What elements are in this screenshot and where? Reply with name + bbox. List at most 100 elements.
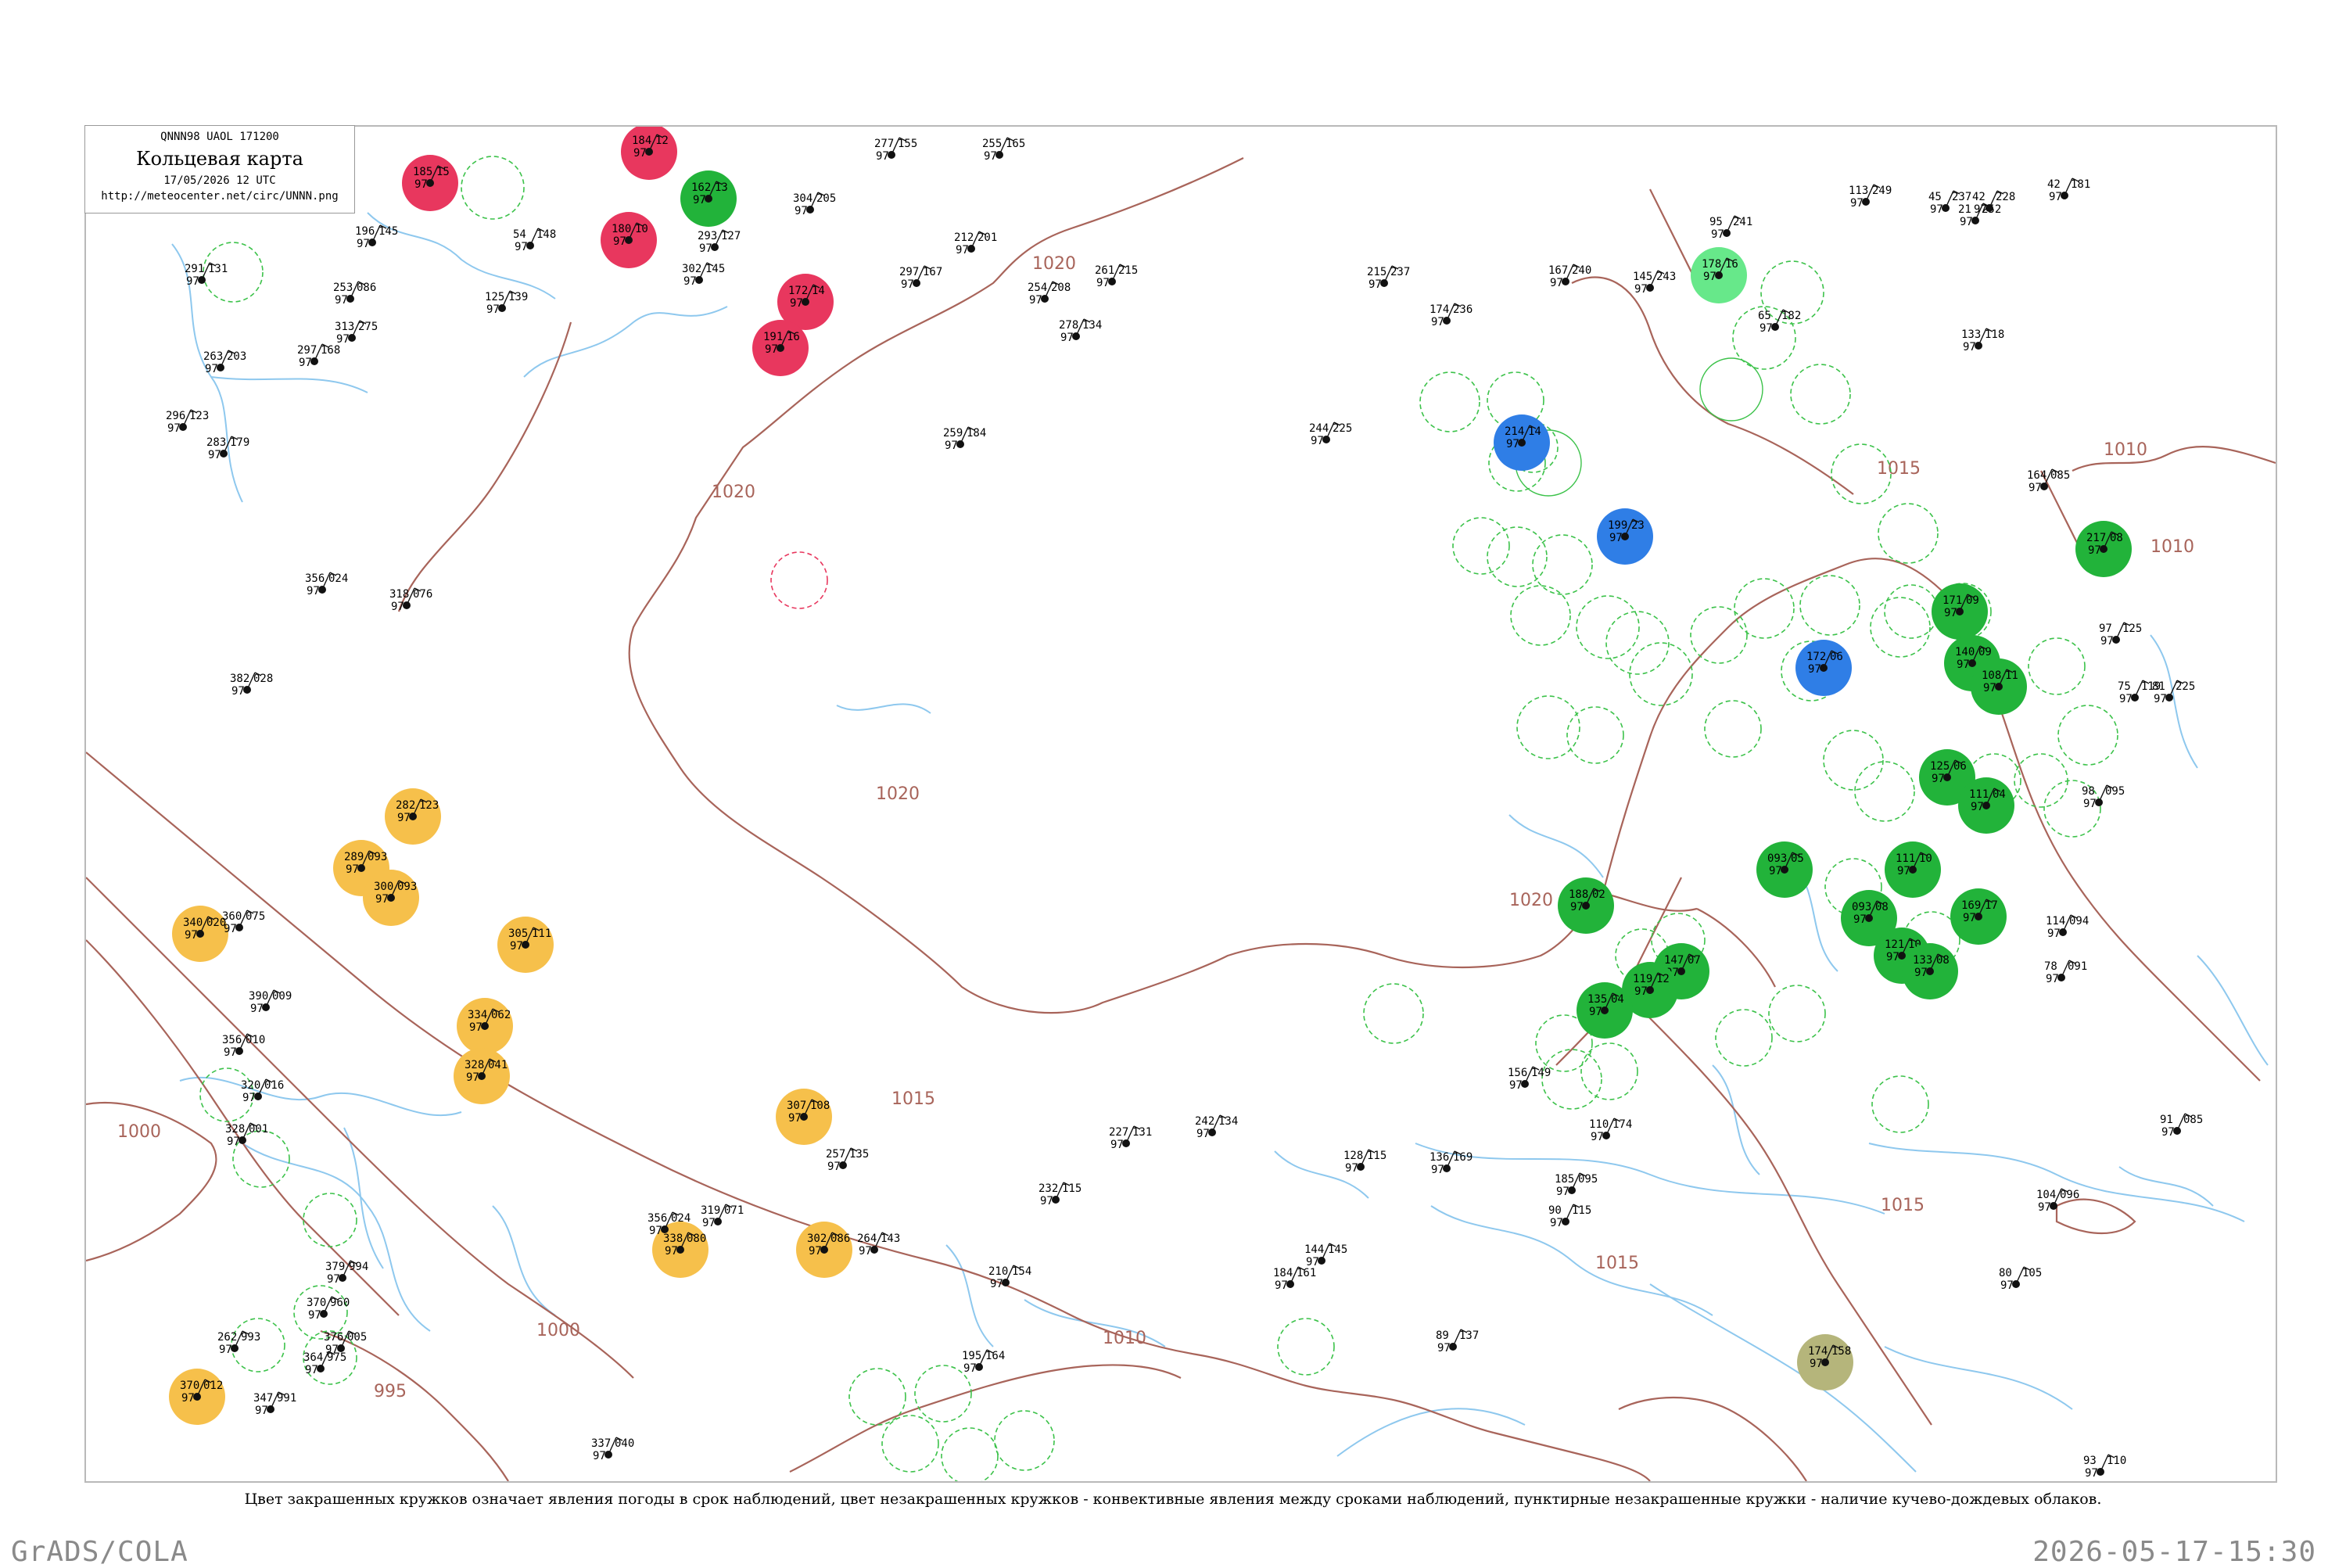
station-temp: 97 bbox=[186, 275, 199, 288]
station-value: 118 bbox=[1985, 328, 2004, 341]
station-value: 111 bbox=[532, 928, 551, 940]
wind-barb-feather bbox=[1832, 1344, 1840, 1349]
isobar-labels: 1020 1020 1020 1020 1015 1015 1015 1015 … bbox=[117, 254, 2194, 1401]
legend-url[interactable]: http://meteocenter.net/circ/UNNN.png bbox=[101, 190, 339, 203]
station-pressure: 291 bbox=[185, 263, 204, 275]
wind-barb-feather bbox=[331, 1296, 339, 1301]
wind-barb-feather bbox=[254, 672, 262, 676]
station-value: 04 bbox=[1993, 788, 2006, 801]
station-temp: 97 bbox=[963, 1362, 977, 1375]
station-pressure: 113 bbox=[1849, 185, 1868, 197]
station-value: 243 bbox=[1656, 271, 1676, 283]
station-value: 215 bbox=[1118, 264, 1138, 277]
wind-barb bbox=[220, 350, 229, 368]
wind-barb bbox=[1971, 645, 1981, 664]
wind-barb bbox=[412, 798, 421, 817]
station-pressure: 340 bbox=[183, 917, 203, 929]
station-temp: 97 bbox=[1589, 1006, 1602, 1018]
station-pressure: 370 bbox=[307, 1297, 326, 1309]
station-pressure: 215 bbox=[1367, 266, 1386, 278]
station-temp: 97 bbox=[901, 278, 914, 291]
isobar-label: 1015 bbox=[1877, 459, 1921, 479]
wind-barb-feather bbox=[2123, 622, 2131, 626]
station-value: 094 bbox=[2069, 915, 2089, 928]
wind-barb bbox=[1565, 264, 1574, 282]
wind-barb-feather bbox=[1688, 953, 1696, 958]
wind-barb bbox=[1998, 669, 2007, 687]
wind-barb bbox=[1360, 1149, 1369, 1168]
station-value: 135 bbox=[849, 1148, 869, 1161]
station-value: 205 bbox=[816, 192, 836, 205]
station-pressure: 97 bbox=[2099, 623, 2112, 635]
station-temp: 97 bbox=[1963, 341, 1976, 353]
wind-barb-feather bbox=[615, 1437, 623, 1441]
station-value: 10 bbox=[1919, 852, 1932, 865]
wind-barb-feather bbox=[706, 262, 714, 267]
wind-barb-feather bbox=[1083, 318, 1091, 323]
wind-barb-feather bbox=[1297, 1266, 1305, 1271]
station-value: 11 bbox=[2005, 669, 2018, 682]
station-pressure: 282 bbox=[396, 799, 415, 812]
station-pressure: 195 bbox=[962, 1350, 981, 1362]
wind-barb-feather bbox=[831, 1232, 839, 1236]
station-pressure: 108 bbox=[1982, 669, 2001, 682]
station-temp: 97 bbox=[1591, 1131, 1604, 1143]
station-temp: 97 bbox=[1944, 607, 1957, 619]
station-pressure: 174 bbox=[1429, 303, 1449, 316]
station-value: 154 bbox=[1012, 1265, 1031, 1278]
wind-barb bbox=[2103, 531, 2112, 550]
wind-barb bbox=[1784, 852, 1793, 870]
legend-title: Кольцевая карта bbox=[136, 148, 303, 170]
station-value: 086 bbox=[830, 1233, 850, 1245]
station-pressure: 278 bbox=[1059, 319, 1078, 332]
station-pressure: 232 bbox=[1038, 1182, 1058, 1195]
station-pressure: 297 bbox=[899, 266, 919, 278]
station-pressure: 254 bbox=[1028, 282, 1047, 294]
wind-barb-feather bbox=[2023, 1266, 2031, 1271]
station-temp: 97 bbox=[1306, 1256, 1319, 1268]
wind-barb-feather bbox=[881, 1232, 889, 1236]
station-temp: 97 bbox=[1550, 1217, 1563, 1229]
wind-barb bbox=[1978, 899, 1987, 917]
station-pressure: 259 bbox=[943, 427, 963, 440]
wind-barb-feather bbox=[278, 1391, 285, 1396]
station-temp: 97 bbox=[1853, 913, 1867, 926]
wind-barb bbox=[2168, 680, 2178, 698]
wind-barb bbox=[350, 281, 359, 300]
isobar-label: 1000 bbox=[536, 1321, 580, 1340]
wind-barb-feather bbox=[1052, 281, 1060, 285]
wind-barb-feather bbox=[986, 1349, 994, 1354]
station-temp: 97 bbox=[1437, 1342, 1451, 1355]
station-pressure: 119 bbox=[1633, 973, 1652, 985]
wind-barb-feather bbox=[1573, 1204, 1580, 1208]
station-value: 14 bbox=[1528, 425, 1541, 438]
station-pressure: 172 bbox=[1806, 651, 1826, 663]
station-temp: 97 bbox=[255, 1405, 268, 1417]
isobar-label: 1020 bbox=[876, 784, 920, 804]
wind-barb bbox=[960, 426, 969, 445]
station-value: 06 bbox=[1953, 760, 1967, 773]
wind-barb bbox=[1044, 281, 1053, 300]
wind-barb bbox=[1325, 422, 1335, 440]
wind-barb bbox=[2064, 178, 2073, 196]
station-temp: 97 bbox=[1431, 1164, 1444, 1176]
station-temp: 97 bbox=[693, 194, 706, 206]
wind-barb-feather bbox=[1612, 992, 1620, 997]
wind-barb-feather bbox=[1333, 422, 1341, 426]
station-pressure: 136 bbox=[1429, 1151, 1449, 1164]
